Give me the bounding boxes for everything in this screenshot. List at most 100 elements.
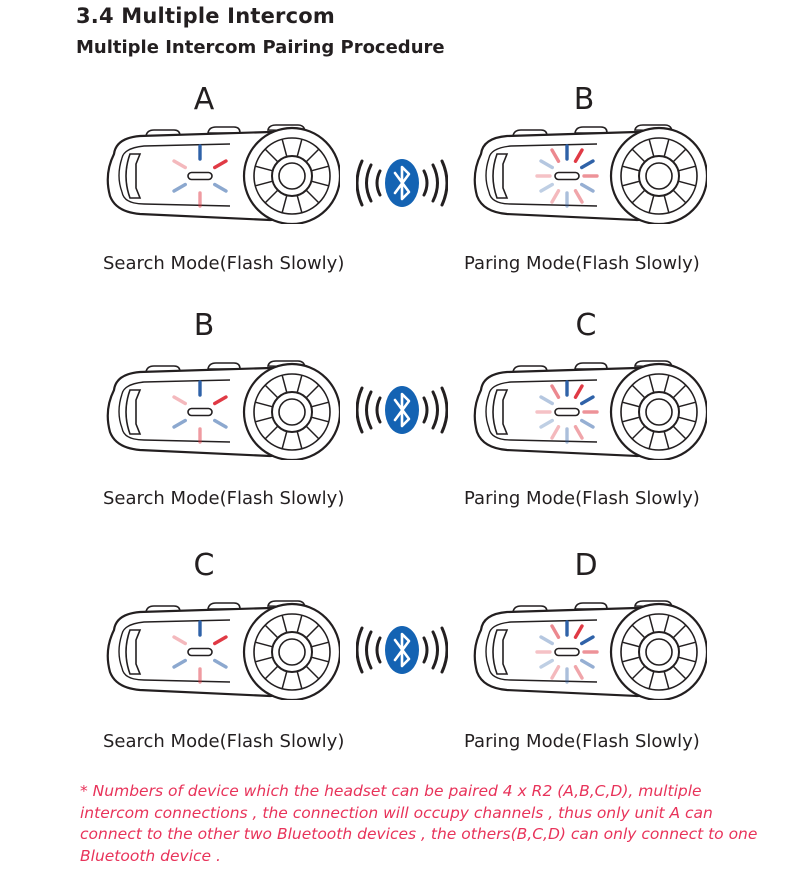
led-ray [213, 418, 228, 429]
unit-letter-left: A [193, 82, 215, 117]
device-side-button [125, 629, 142, 675]
device-wheel-rib [264, 425, 279, 440]
device-wheel-rib [305, 425, 320, 440]
device-tab [207, 126, 241, 134]
device-wheel-rib [296, 671, 303, 689]
led-ray [172, 159, 187, 170]
led-ray [550, 665, 561, 680]
device-end-line [485, 393, 490, 429]
device-wheel-ring [620, 373, 698, 451]
led-ray [550, 148, 561, 163]
device-wheel-rib [663, 195, 670, 213]
signal-wave [375, 169, 382, 197]
device-wheel-rib [678, 180, 696, 187]
mode-caption-right: Paring Mode(Flash Slowly) [464, 488, 700, 509]
mode-caption-left: Search Mode(Flash Slowly) [103, 488, 345, 509]
device-side-button [492, 153, 509, 199]
led-capsule [554, 171, 580, 181]
device-wheel-rib [305, 148, 320, 163]
device-wheel-rib [281, 431, 288, 449]
device-wheel-rib [264, 189, 279, 204]
device-wheel-rib [296, 375, 303, 393]
signal-wave [365, 163, 373, 203]
led-ray [539, 159, 554, 170]
device-wheel-center [645, 162, 673, 190]
device-body-line [488, 619, 598, 683]
pairing-row: A B Search Mode(Flash Slowly) Paring Mod… [0, 82, 793, 282]
device-wheel-rib [672, 384, 687, 399]
device-wheel-rib [281, 139, 288, 157]
device-wheel-rib [296, 195, 303, 213]
led-ray [573, 189, 584, 204]
device-end-line [118, 633, 123, 669]
signal-wave [356, 626, 364, 674]
device-wheel-hub [638, 155, 680, 197]
led-ray [580, 182, 595, 193]
device-wheel-center [278, 398, 306, 426]
pairing-row: C D Search Mode(Flash Slowly) Paring Mod… [0, 548, 793, 752]
led-capsule [554, 647, 580, 657]
pairing-row: B C Search Mode(Flash Slowly) Paring Mod… [0, 308, 793, 509]
device-wheel-rib [678, 656, 696, 663]
signal-wave [375, 636, 382, 664]
device-wheel-rib [622, 656, 640, 663]
device-wheel-rib [264, 624, 279, 639]
led-ray [213, 159, 228, 170]
section-subtitle: Multiple Intercom Pairing Procedure [76, 37, 445, 58]
headset-device-pairing [473, 124, 707, 224]
device-wheel-rib [648, 375, 655, 393]
led-ray [550, 384, 561, 399]
led-ray [573, 665, 584, 680]
unit-letter-left: C [193, 548, 215, 583]
signal-wave [375, 396, 382, 424]
device-wheel-rib [296, 615, 303, 633]
device-wheel-hub [271, 391, 313, 433]
device-side-button [492, 389, 509, 435]
led-ray [213, 635, 228, 646]
device-tab [207, 362, 241, 370]
device-wheel-rib [663, 671, 670, 689]
device-wheel-rib [622, 165, 640, 172]
mode-caption-right: Paring Mode(Flash Slowly) [464, 731, 700, 752]
device-wheel-ring [253, 137, 331, 215]
device-wheel-rib [264, 665, 279, 680]
device-wheel-rib [305, 624, 320, 639]
signal-wave [356, 386, 364, 434]
led-capsule [187, 407, 213, 417]
device-wheel-rib [311, 656, 329, 663]
device-wheel-rib [311, 416, 329, 423]
led-ray [172, 182, 187, 193]
device-wheel-rib [631, 384, 646, 399]
led-ray [550, 425, 561, 440]
device-wheel-center [645, 398, 673, 426]
device-wheel-rib [311, 401, 329, 408]
section-title: 3.4 Multiple Intercom [76, 4, 335, 28]
unit-letter-right: C [575, 308, 597, 343]
led-ray [550, 624, 561, 639]
device-wheel-rib [622, 401, 640, 408]
device-wheel-rib [648, 671, 655, 689]
device-end-line [118, 393, 123, 429]
device-wheel-rib [678, 401, 696, 408]
footnote: * Numbers of device which the headset ca… [80, 782, 758, 865]
device-wheel-ring [253, 613, 331, 691]
device-wheel-ring [620, 613, 698, 691]
led-ray [580, 159, 595, 170]
led-ray [539, 658, 554, 669]
signal-wave [365, 390, 373, 430]
device-wheel-center [278, 162, 306, 190]
device-wheel-rib [672, 148, 687, 163]
device-wheel-rib [264, 384, 279, 399]
device-wheel-hub [638, 391, 680, 433]
device-wheel-rib [296, 431, 303, 449]
bluetooth-rune [393, 165, 411, 201]
device-wheel-rib [305, 665, 320, 680]
device-wheel-rib [622, 180, 640, 187]
device-body-line [488, 143, 598, 207]
headset-device-pairing [473, 600, 707, 700]
device-wheel-rib [678, 416, 696, 423]
signal-wave [431, 630, 439, 670]
device-wheel-rib [311, 180, 329, 187]
led-ray [172, 635, 187, 646]
led-capsule [187, 647, 213, 657]
